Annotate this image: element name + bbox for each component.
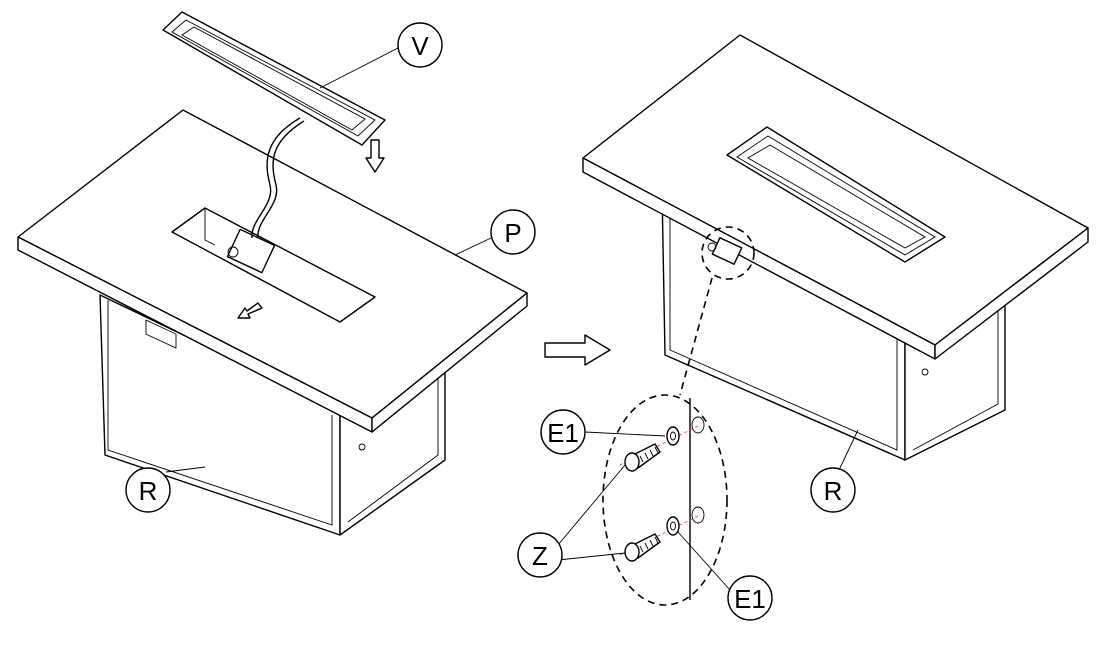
label-e1-top: E1 (540, 409, 586, 455)
label-p: P (490, 209, 536, 255)
svg-text:E1: E1 (547, 418, 579, 448)
bolt-top (624, 443, 661, 472)
svg-text:R: R (139, 476, 158, 506)
svg-text:Z: Z (532, 541, 548, 571)
svg-text:P: P (504, 218, 521, 248)
insert-arrow-icon (237, 302, 263, 319)
label-z: Z (517, 532, 563, 578)
detail-callout (602, 226, 755, 606)
leader-lines (165, 47, 859, 591)
down-arrow-icon (365, 139, 385, 173)
label-r-left: R (125, 467, 171, 513)
right-arrow-icon (544, 334, 611, 366)
svg-text:R: R (824, 476, 843, 506)
left-tabletop (17, 109, 528, 433)
right-tabletop (582, 34, 1089, 360)
svg-text:E1: E1 (734, 584, 766, 614)
label-v: V (397, 22, 443, 68)
washer-top (666, 426, 680, 446)
label-r-right: R (810, 467, 856, 513)
washer-bottom (666, 516, 680, 536)
bolt-bottom (624, 533, 661, 562)
left-burner (162, 11, 386, 146)
label-e1-bottom: E1 (727, 575, 773, 621)
svg-text:V: V (411, 31, 429, 61)
